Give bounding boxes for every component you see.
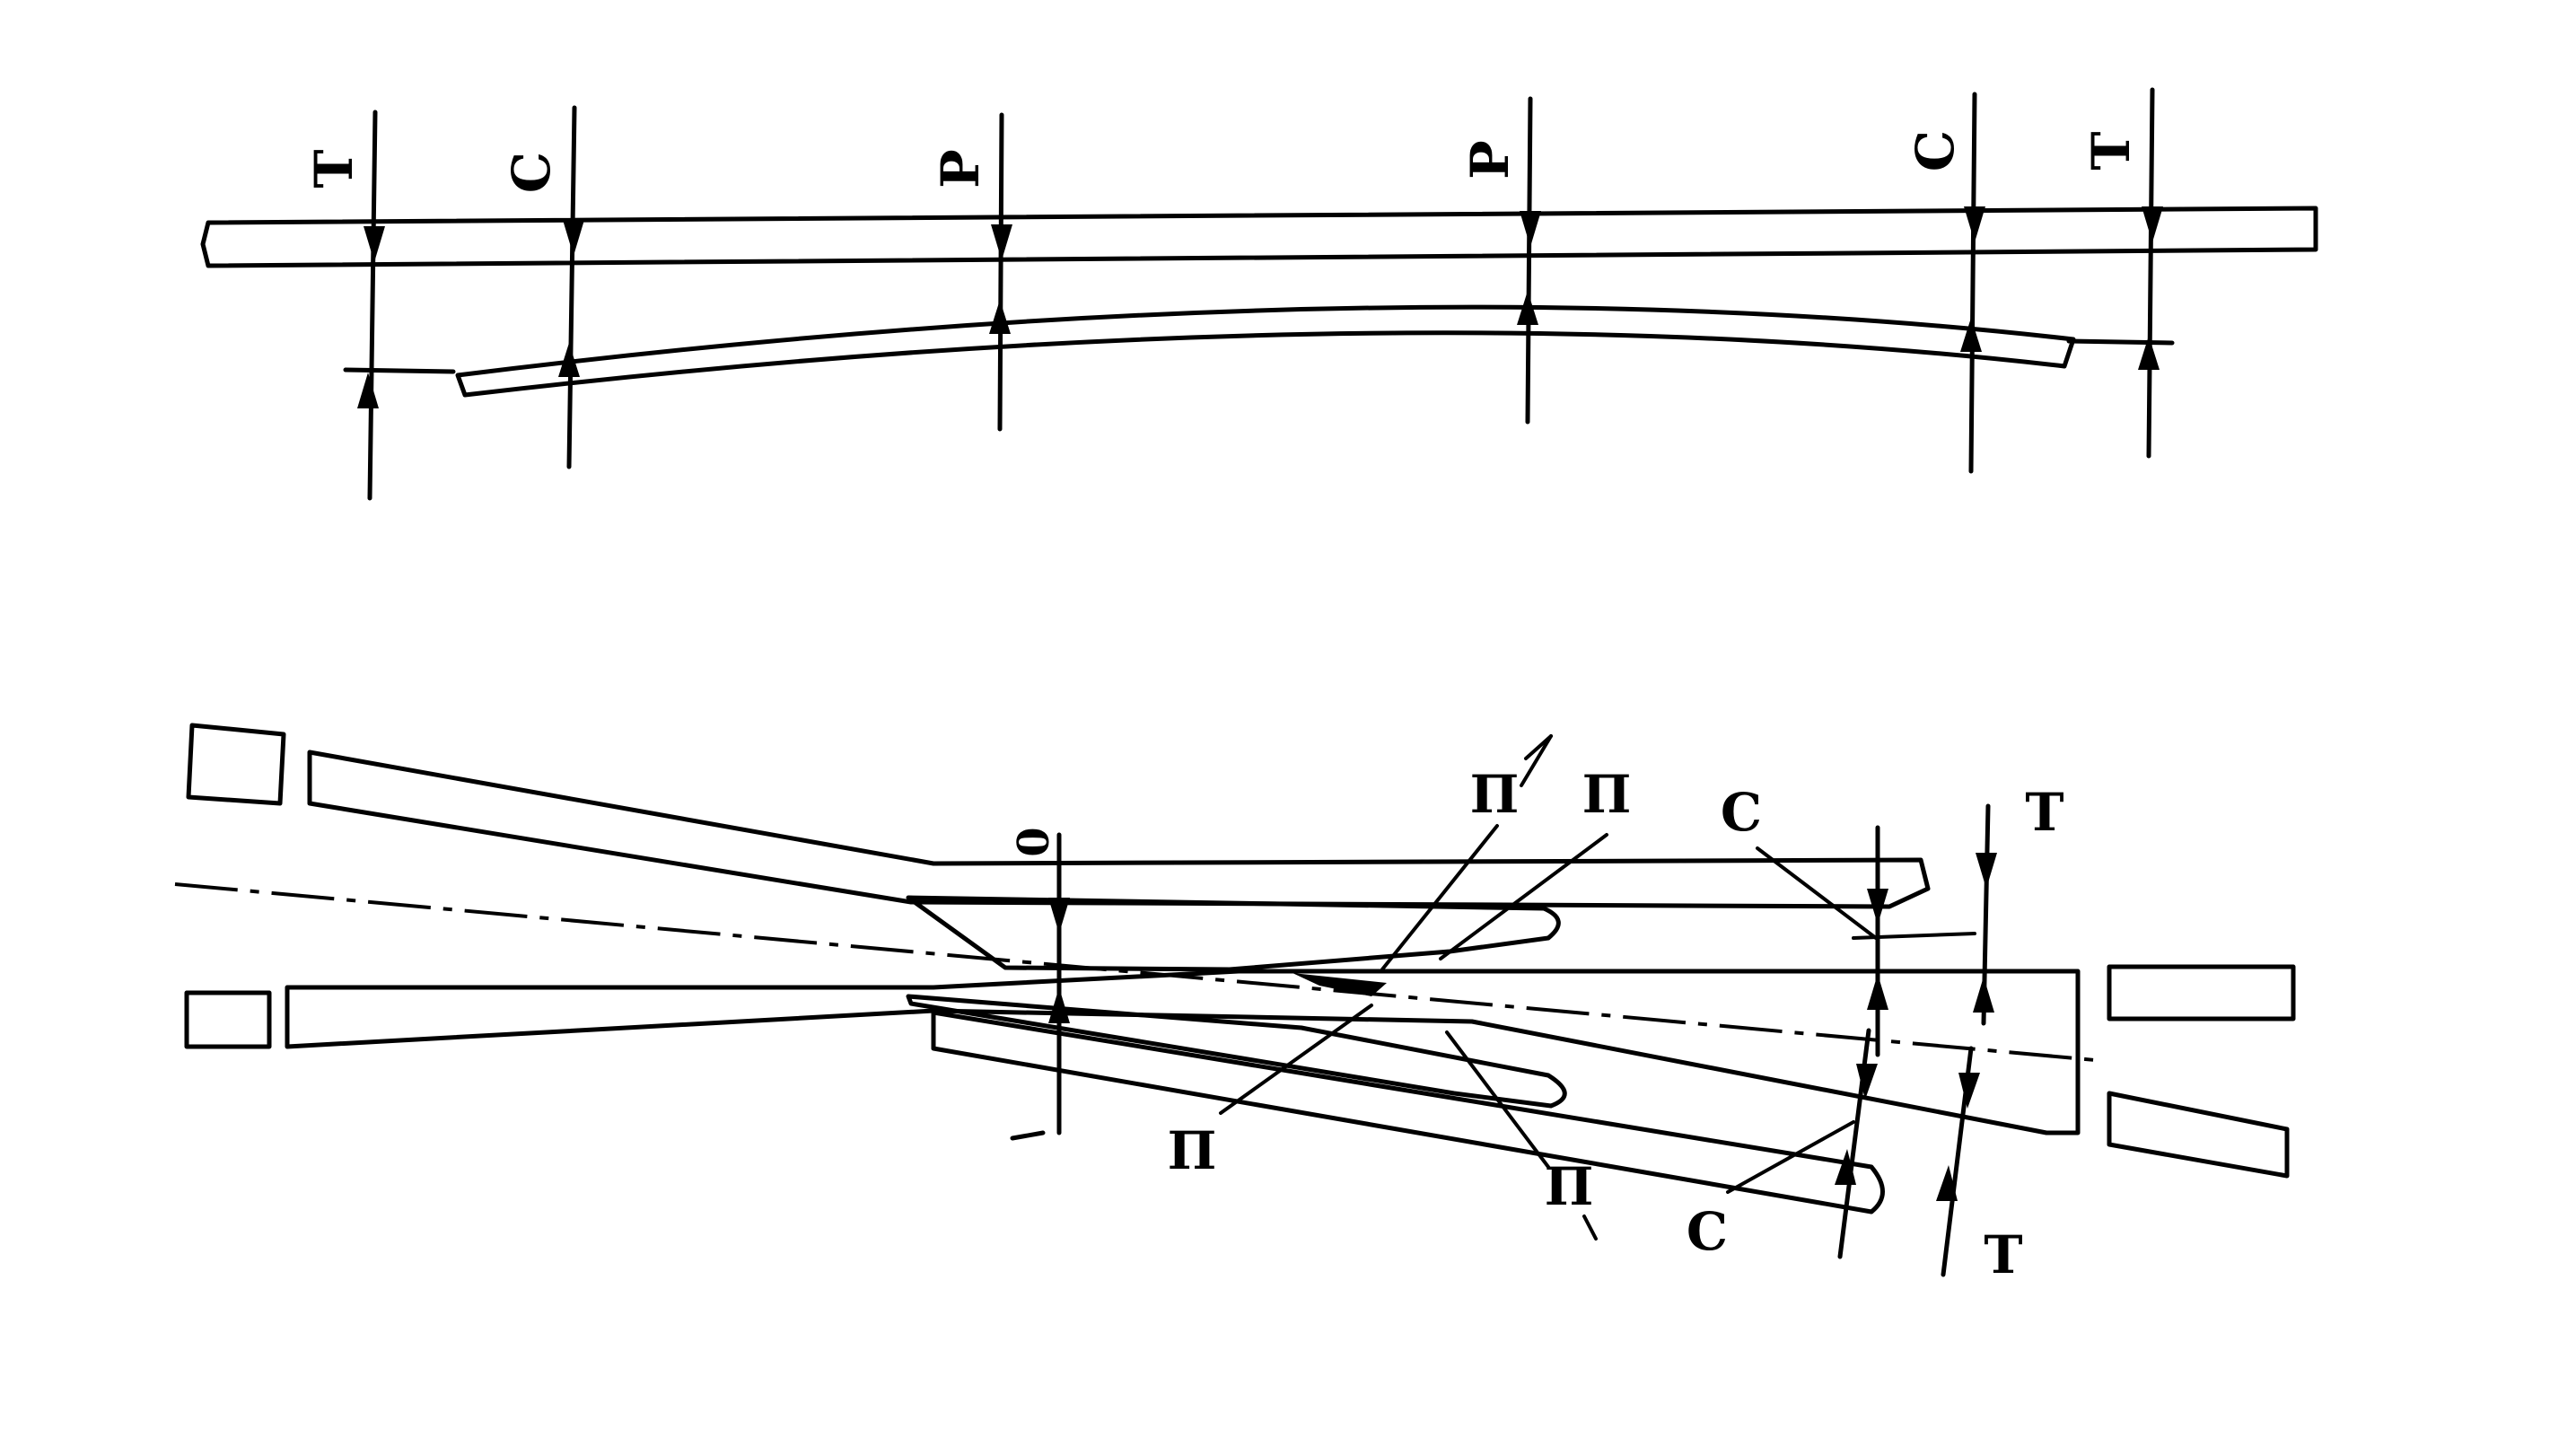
label-top-t-right: Т — [2081, 131, 2142, 170]
label-top-c-right: С — [1905, 130, 1966, 171]
section-line-p-right — [1517, 96, 1541, 425]
section-line-t-right — [2066, 87, 2175, 459]
stub-upper-left — [186, 723, 286, 806]
label-top-p-left: Р — [930, 149, 991, 189]
dimension-t-lower — [1936, 1046, 1980, 1277]
bottom-crossing-plan: 0 П П С Т П П С Т — [174, 723, 2296, 1285]
label-p-bottom-right: П — [1545, 1156, 1594, 1217]
section-line-c-right — [1960, 92, 1985, 474]
label-t-bottom: Т — [1984, 1224, 2022, 1285]
label-o: 0 — [1009, 827, 1059, 856]
upper-wing-rail — [906, 895, 1561, 972]
track-axis-main — [174, 882, 2106, 1063]
label-t-top: Т — [2025, 782, 2063, 843]
dimension-0 — [1010, 832, 1070, 1141]
stub-lower-left — [184, 990, 272, 1049]
label-top-t-left: Т — [303, 149, 364, 188]
lower-wing-rail — [906, 994, 1567, 1109]
label-c-top: С — [1721, 782, 1762, 843]
section-line-t-left — [343, 110, 456, 501]
label-top-c-left: С — [501, 152, 562, 193]
lower-straight-rail — [285, 969, 2081, 1135]
stub-right-upper — [2107, 964, 2296, 1022]
label-p-top-2: П — [1582, 764, 1632, 825]
top-main-rail — [200, 206, 2318, 268]
frog-point — [1292, 973, 1387, 996]
leader-lines — [1219, 734, 1976, 1241]
label-p-bottom-left: П — [1168, 1120, 1217, 1181]
dimension-c-lower — [1835, 1028, 1878, 1259]
dimension-c-upper — [1867, 825, 1888, 1057]
label-c-bottom: С — [1687, 1201, 1728, 1262]
section-line-c-left — [558, 105, 584, 469]
section-line-p-left — [989, 112, 1012, 432]
top-switch-elevation: Т С Р Р С Т — [200, 87, 2318, 501]
lower-diverging-rail — [931, 1010, 1885, 1214]
upper-diverging-rail — [307, 750, 1931, 909]
stub-right-lower — [2107, 1091, 2290, 1179]
top-curved-rail — [455, 304, 2076, 398]
label-p-top-1: П — [1470, 764, 1520, 825]
dimension-t-upper — [1973, 803, 1997, 1026]
label-top-p-right: Р — [1459, 140, 1520, 180]
